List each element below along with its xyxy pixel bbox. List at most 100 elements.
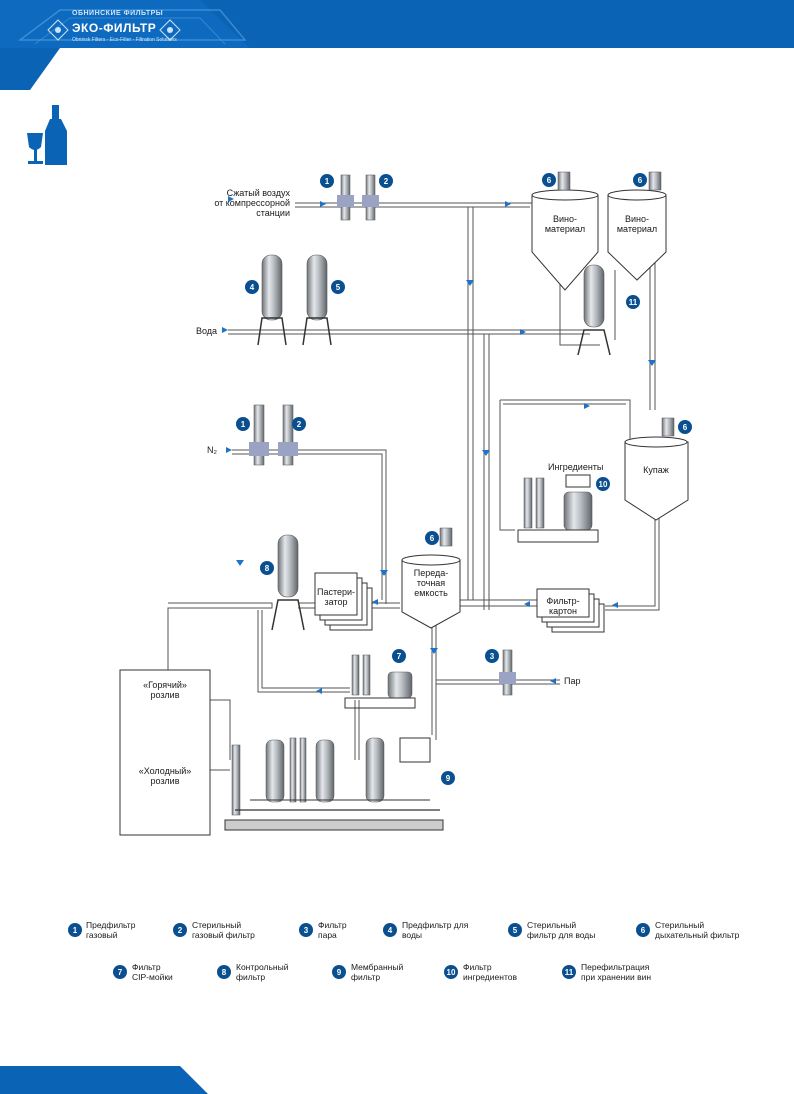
badge-1-top: 1 (320, 174, 334, 188)
badge-6-wine1: 6 (542, 173, 556, 187)
svg-text:6: 6 (430, 534, 435, 543)
header-decor (0, 0, 250, 90)
gas-prefilter-top (337, 174, 354, 221)
badge-10: 10 (596, 477, 610, 491)
membrane-filter-skid (224, 737, 444, 831)
svg-text:2: 2 (384, 177, 389, 186)
badge-2-n2: 2 (292, 417, 306, 431)
svg-text:1: 1 (241, 420, 246, 429)
svg-text:6: 6 (638, 176, 643, 185)
svg-text:6: 6 (547, 176, 552, 185)
water-sterile-filter-housing (302, 254, 332, 346)
gas-sterile-filter-top (362, 174, 379, 221)
svg-text:9: 9 (337, 968, 342, 977)
blend-tank-label: Купаж (643, 465, 669, 475)
badge-7: 7 (392, 649, 406, 663)
input-water-label: Вода (196, 326, 218, 336)
footer-band (0, 1066, 208, 1094)
wine-tank-1 (531, 189, 599, 291)
carton-filter (536, 588, 605, 633)
legend-item-8: Контрольный фильтр (236, 962, 289, 982)
input-nitrogen-label: N₂ (207, 445, 217, 455)
ingredients-filter-unit (517, 474, 599, 543)
legend-item-2: Стерильный газовый фильтр (192, 920, 255, 940)
wine-bottle-glass-icon (27, 105, 67, 165)
filling-area-box (119, 669, 211, 836)
wine-storage-filter-housing (577, 264, 611, 356)
process-diagram: 1 2 4 5 6 6 11 1 2 6 10 6 8 7 3 9 (119, 171, 692, 836)
company-top-text: ОБНИНСКИЕ ФИЛЬТРЫ (72, 10, 164, 17)
badge-5: 5 (331, 280, 345, 294)
svg-text:5: 5 (336, 283, 341, 292)
gas-prefilter-n2 (249, 404, 269, 466)
svg-text:3: 3 (304, 926, 309, 935)
svg-text:2: 2 (297, 420, 302, 429)
svg-text:8: 8 (265, 564, 270, 573)
cip-filter-unit (344, 654, 416, 709)
legend-item-6: Стерильный дыхательный фильтр (655, 920, 740, 940)
transfer-tank (401, 554, 461, 629)
legend-item-5: Стерильный фильтр для воды (527, 920, 596, 940)
transfer-tank-label: Переда- точная емкость (413, 568, 449, 598)
legend-item-1: Предфильтр газовый (86, 920, 136, 940)
svg-text:11: 11 (629, 298, 638, 307)
svg-text:3: 3 (490, 652, 495, 661)
cold-fill-label: «Холодный» розлив (138, 766, 192, 786)
badge-6-wine2: 6 (633, 173, 647, 187)
svg-text:4: 4 (250, 283, 255, 292)
legend-item-10: Фильтр ингредиентов (463, 962, 517, 982)
badge-9: 9 (441, 771, 455, 785)
legend-item-11: Перефильтрация при хранении вин (581, 962, 652, 982)
legend-badges: 1 2 3 4 5 6 7 8 9 10 11 (68, 923, 650, 979)
badge-8: 8 (260, 561, 274, 575)
badge-3: 3 (485, 649, 499, 663)
breathing-filter-transfer (439, 527, 453, 547)
wine-tank-2 (607, 189, 667, 281)
svg-text:8: 8 (222, 968, 227, 977)
legend-item-9: Мембранный фильтр (351, 962, 404, 982)
svg-text:11: 11 (565, 968, 574, 977)
ingredients-label: Ингредиенты (548, 462, 604, 472)
flow-arrows (222, 196, 656, 694)
wine-tank-1-label: Вино- материал (544, 214, 586, 234)
legend-item-4: Предфильтр для воды (402, 920, 469, 940)
breathing-filter-blend (661, 417, 675, 437)
wine-tank-2-label: Вино- материал (616, 214, 658, 234)
pasteurizer (314, 572, 373, 631)
gas-sterile-filter-n2 (278, 404, 298, 466)
breathing-filter-2 (648, 171, 662, 191)
logo-emblem (47, 19, 181, 41)
svg-text:6: 6 (641, 926, 646, 935)
svg-text:7: 7 (397, 652, 402, 661)
svg-text:7: 7 (118, 968, 123, 977)
breathing-filter-1 (557, 171, 571, 191)
badge-11: 11 (626, 295, 640, 309)
svg-text:9: 9 (446, 774, 451, 783)
svg-text:5: 5 (513, 926, 518, 935)
badge-6-transfer: 6 (425, 531, 439, 545)
badge-6-blend: 6 (678, 420, 692, 434)
badge-2-top: 2 (379, 174, 393, 188)
svg-text:1: 1 (325, 177, 330, 186)
badge-1-n2: 1 (236, 417, 250, 431)
svg-text:1: 1 (73, 926, 78, 935)
svg-text:10: 10 (599, 480, 608, 489)
legend-item-3: Фильтр пара (318, 920, 347, 940)
pasteurizer-label: Пастери- затор (316, 587, 356, 607)
legend-item-7: Фильтр CIP-мойки (132, 962, 173, 982)
input-steam-label: Пар (564, 676, 581, 686)
svg-text:6: 6 (683, 423, 688, 432)
carton-filter-label: Фильтр- картон (546, 596, 580, 616)
blend-tank (624, 436, 689, 521)
svg-text:4: 4 (388, 926, 393, 935)
svg-text:2: 2 (178, 926, 183, 935)
company-subtitle: Obninsk Filters · Eco-Filter · Filtratio… (72, 37, 177, 43)
control-filter-housing (271, 534, 305, 631)
svg-text:10: 10 (447, 968, 456, 977)
water-prefilter-housing (257, 254, 287, 346)
company-name: ЭКО-ФИЛЬТР (72, 21, 157, 35)
input-air-label: Сжатый воздух от компрессорной станции (214, 188, 290, 218)
hot-fill-label: «Горячий» розлив (143, 680, 187, 700)
badge-4: 4 (245, 280, 259, 294)
steam-filter (499, 649, 516, 696)
